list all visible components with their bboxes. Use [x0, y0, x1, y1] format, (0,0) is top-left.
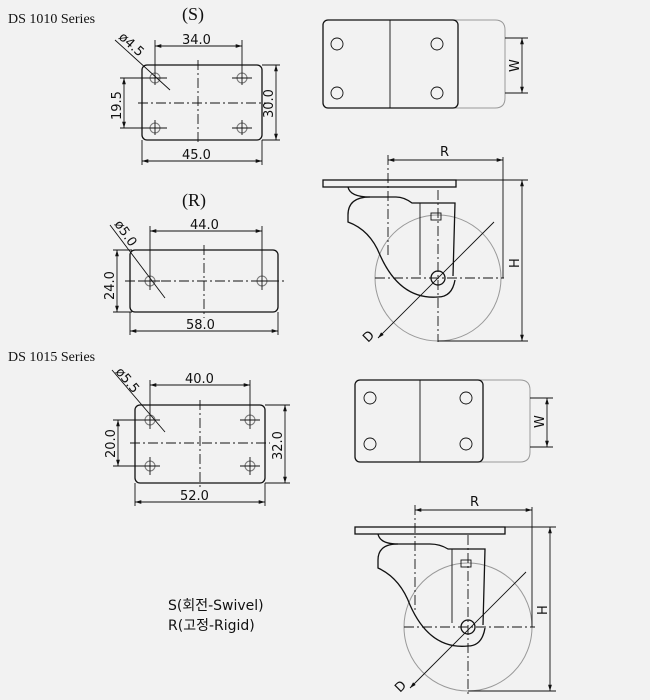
swivel-plate-ds1015: 40.0 52.0 32.0 20.0 ø5.5	[104, 365, 290, 506]
dim-hole-spacing-y: 19.5	[110, 91, 125, 120]
series-title-ds1010: DS 1010 Series	[8, 12, 95, 27]
side-view-ds1015: R H D	[354, 495, 556, 696]
dim-d: D	[392, 678, 410, 696]
dim-hole-diameter: ø5.5	[112, 365, 142, 397]
dim-d: D	[360, 328, 378, 346]
dim-hole-spacing-x: 40.0	[185, 372, 214, 387]
dim-r: R	[440, 145, 449, 160]
dim-height: 24.0	[103, 271, 118, 300]
dim-width: 58.0	[186, 318, 215, 333]
rigid-plate-ds1010: 44.0 58.0 24.0 ø5.0	[103, 218, 284, 335]
swivel-label: (S)	[182, 4, 204, 25]
dim-w: W	[508, 59, 523, 72]
side-view-ds1010: R H D	[322, 145, 528, 346]
series-title-ds1015: DS 1015 Series	[8, 350, 95, 365]
dim-hole-diameter: ø5.0	[111, 218, 140, 250]
dim-h: H	[508, 258, 523, 268]
dim-w: W	[533, 415, 548, 428]
dim-hole-diameter: ø4.5	[115, 30, 146, 60]
dim-hole-spacing-y: 20.0	[104, 429, 119, 458]
dim-r: R	[470, 495, 479, 510]
dim-width: 45.0	[182, 148, 211, 163]
dim-hole-spacing-x: 34.0	[182, 33, 211, 48]
swivel-plate-ds1010: 34.0 45.0 30.0 19.5 ø4.5	[110, 30, 280, 165]
dim-width: 52.0	[180, 489, 209, 504]
top-view-ds1010: W	[322, 19, 528, 109]
dim-height: 30.0	[262, 89, 277, 118]
dim-hole-spacing-x: 44.0	[190, 218, 219, 233]
legend-swivel: S(회전-Swivel)	[168, 598, 264, 614]
dim-height: 32.0	[271, 431, 286, 460]
rigid-label: (R)	[182, 190, 206, 211]
legend-rigid: R(고정-Rigid)	[168, 618, 255, 634]
top-view-ds1015: W	[354, 379, 553, 463]
dim-h: H	[536, 605, 551, 615]
